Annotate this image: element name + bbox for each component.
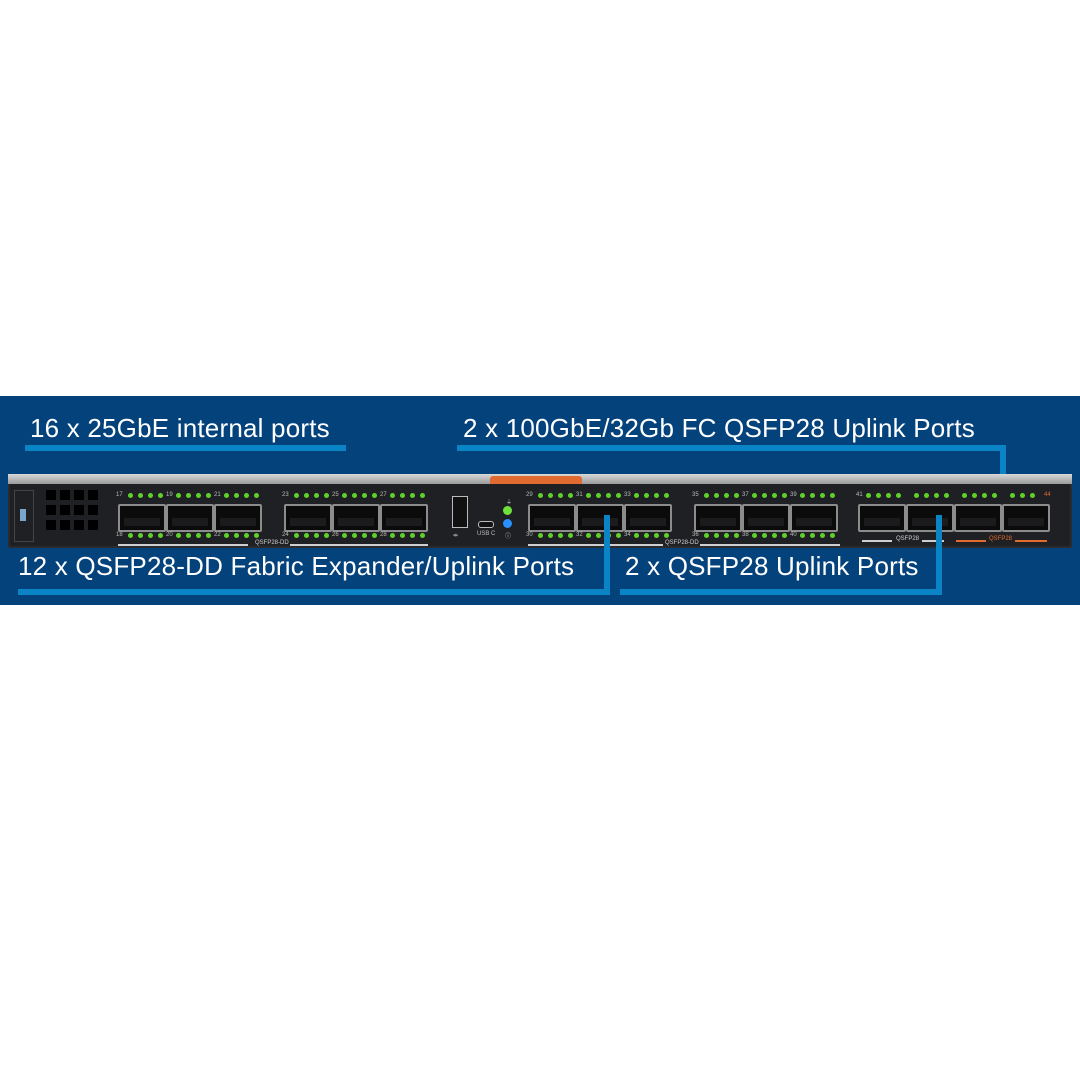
port-number: 32 xyxy=(576,532,583,538)
port-group-3: 29 31 33 30 32 34 xyxy=(526,492,676,542)
info-icon: ⓘ xyxy=(505,534,512,540)
port-number: 24 xyxy=(282,532,289,538)
underline-fc-uplink xyxy=(457,445,1004,451)
port-number: 22 xyxy=(214,532,221,538)
group-tag: QSFP28-DD xyxy=(255,540,289,546)
vent xyxy=(60,490,70,500)
qsfp28-dd-port[interactable] xyxy=(742,504,790,532)
underline-internal-ports xyxy=(25,445,346,451)
port-number: 28 xyxy=(380,532,387,538)
vent xyxy=(60,520,70,530)
qsfp28-dd-port[interactable] xyxy=(332,504,380,532)
connector-fabric-expander xyxy=(604,515,610,595)
port-number: 36 xyxy=(692,532,699,538)
group-tag-line xyxy=(700,544,840,546)
port-number: 30 xyxy=(526,532,533,538)
group-tag-line xyxy=(922,540,944,542)
label-internal-ports: 16 x 25GbE internal ports xyxy=(30,413,330,443)
group-tag-line xyxy=(528,544,663,546)
qsfp28-dd-port[interactable] xyxy=(624,504,672,532)
port-group-4: 35 37 39 36 38 40 xyxy=(692,492,842,542)
port-number: 27 xyxy=(380,492,387,498)
port-group-2: 23 25 27 24 26 28 xyxy=(282,492,432,542)
left-bezel xyxy=(14,490,34,542)
underline-fabric-expander xyxy=(18,589,610,595)
group-tag-qsfp28-fc: QSFP28 xyxy=(989,536,1013,542)
vent xyxy=(46,520,56,530)
qsfp28-dd-port[interactable] xyxy=(380,504,428,532)
port-number: 33 xyxy=(624,492,631,498)
qsfp28-dd-port[interactable] xyxy=(576,504,624,532)
port-number: 23 xyxy=(282,492,289,498)
port-number: 19 xyxy=(166,492,173,498)
label-fabric-expander: 12 x QSFP28-DD Fabric Expander/Uplink Po… xyxy=(18,551,575,581)
group-tag-qsfp28: QSFP28 xyxy=(896,536,920,542)
power-icon: ⏚ xyxy=(506,500,513,506)
vent xyxy=(74,505,84,515)
vent xyxy=(46,490,56,500)
port-number: 44 xyxy=(1044,492,1051,498)
group-tag: QSFP28-DD xyxy=(665,540,699,546)
qsfp28-uplink-port[interactable] xyxy=(858,504,906,532)
usb-c-port[interactable] xyxy=(478,521,494,528)
port-number: 39 xyxy=(790,492,797,498)
port-number: 17 xyxy=(116,492,123,498)
qsfp28-fc-uplink-port[interactable] xyxy=(1002,504,1050,532)
qsfp28-dd-port[interactable] xyxy=(790,504,838,532)
port-number: 41 xyxy=(856,492,863,498)
port-number: 20 xyxy=(166,532,173,538)
qsfp28-dd-port[interactable] xyxy=(166,504,214,532)
port-number: 21 xyxy=(214,492,221,498)
power-status-led xyxy=(503,506,512,515)
vent xyxy=(88,505,98,515)
port-number: 26 xyxy=(332,532,339,538)
underline-qsfp28-uplink xyxy=(620,589,942,595)
port-number: 25 xyxy=(332,492,339,498)
qsfp28-dd-port[interactable] xyxy=(118,504,166,532)
port-number: 40 xyxy=(790,532,797,538)
usb-icon: ⇹ xyxy=(453,533,459,539)
port-number: 31 xyxy=(576,492,583,498)
uplink-port-group: 41 44 xyxy=(856,492,1056,542)
id-status-led[interactable] xyxy=(503,519,512,528)
vent xyxy=(60,505,70,515)
release-handle[interactable] xyxy=(490,476,582,486)
qsfp28-uplink-port[interactable] xyxy=(906,504,954,532)
qsfp28-dd-port[interactable] xyxy=(284,504,332,532)
label-fc-uplink: 2 x 100GbE/32Gb FC QSFP28 Uplink Ports xyxy=(463,413,975,443)
qsfp28-fc-uplink-port[interactable] xyxy=(954,504,1002,532)
port-number: 18 xyxy=(116,532,123,538)
port-number: 29 xyxy=(526,492,533,498)
qsfp28-dd-port[interactable] xyxy=(694,504,742,532)
vent xyxy=(74,520,84,530)
group-tag-line xyxy=(118,544,248,546)
qsfp28-dd-port[interactable] xyxy=(528,504,576,532)
usb-c-label: USB C xyxy=(477,531,496,537)
label-qsfp28-uplink: 2 x QSFP28 Uplink Ports xyxy=(625,551,919,581)
vent xyxy=(88,490,98,500)
bezel-slot xyxy=(20,509,26,521)
group-tag-line-orange xyxy=(956,540,986,542)
port-number: 34 xyxy=(624,532,631,538)
usb-a-port[interactable] xyxy=(452,496,468,528)
port-number: 37 xyxy=(742,492,749,498)
vent xyxy=(46,505,56,515)
group-tag-line xyxy=(862,540,892,542)
port-number: 35 xyxy=(692,492,699,498)
port-group-1: 17 19 21 18 20 22 xyxy=(116,492,266,542)
qsfp28-dd-port[interactable] xyxy=(214,504,262,532)
connector-qsfp28-uplink xyxy=(936,515,942,595)
vent xyxy=(74,490,84,500)
port-number: 38 xyxy=(742,532,749,538)
group-tag-line xyxy=(290,544,428,546)
group-tag-line-orange xyxy=(1015,540,1047,542)
vent xyxy=(88,520,98,530)
